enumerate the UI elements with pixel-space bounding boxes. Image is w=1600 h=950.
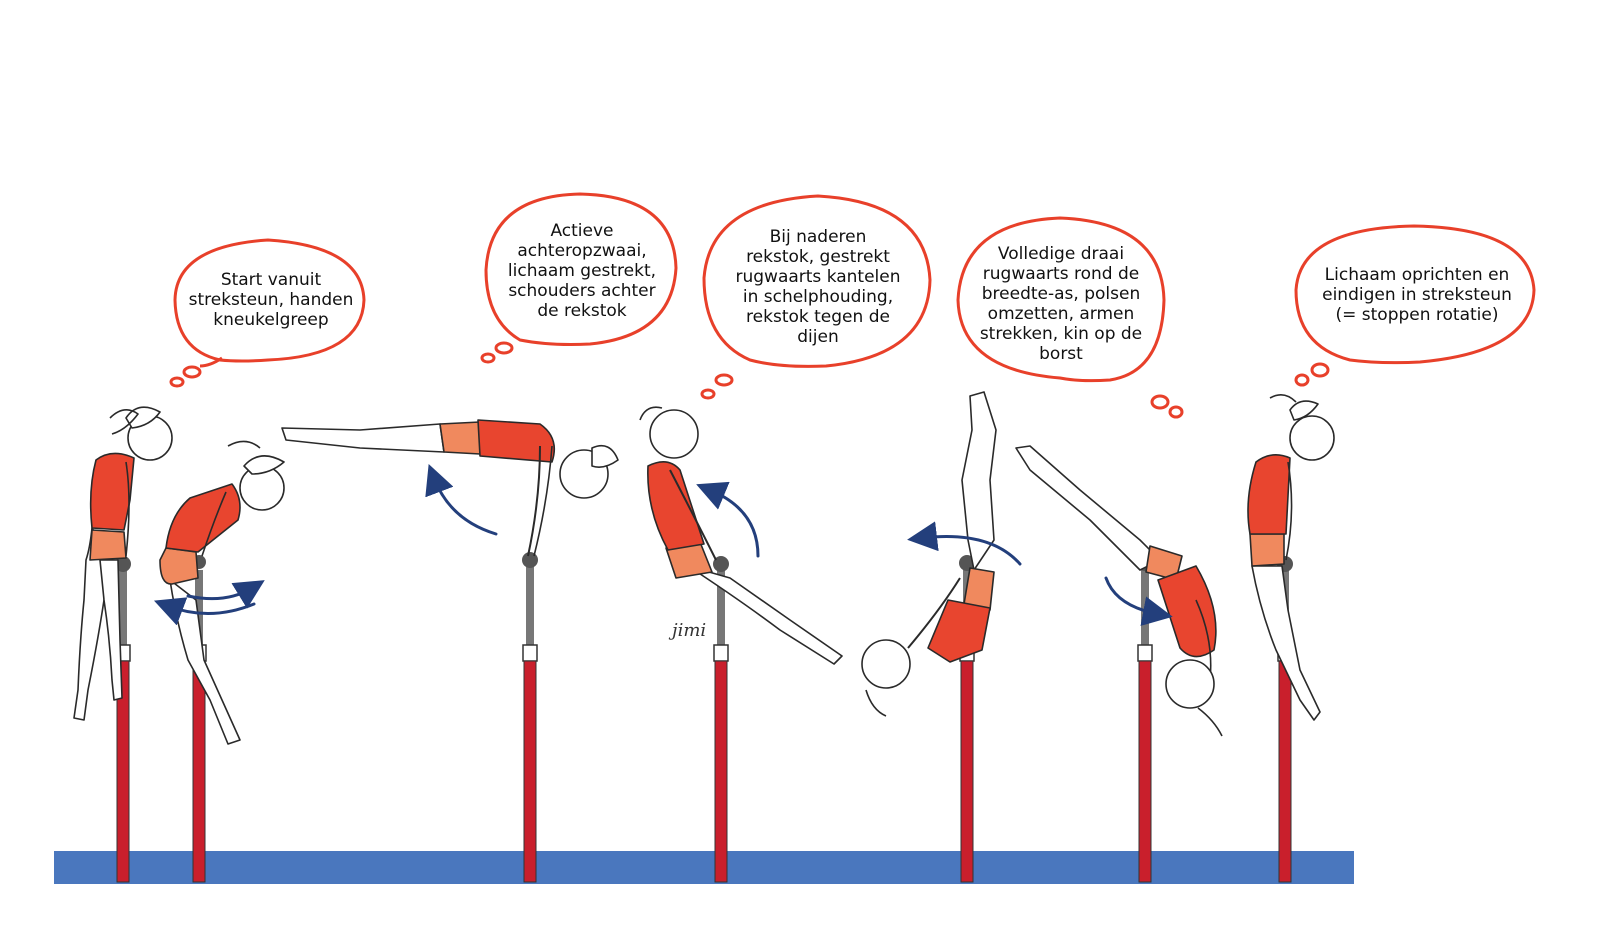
- thought-bubbles: [169, 192, 1536, 419]
- thought-bubble-2: [484, 192, 678, 346]
- thought-bubble-5: [1294, 224, 1536, 365]
- gymnast-pose-4: [639, 406, 843, 665]
- artist-signature: jimi: [668, 620, 706, 641]
- thought-bubble-4-circle-2: [1168, 405, 1184, 419]
- bar-stand-1: [115, 556, 131, 883]
- gymnast-pose-2: [159, 440, 285, 745]
- arrow-pose-5: [907, 521, 1022, 566]
- thought-bubble-2-circle-2: [480, 352, 496, 364]
- thought-bubble-5-circle-2: [1294, 373, 1310, 387]
- bubble-text-5: Lichaam oprichten en eindigen in strekst…: [1322, 265, 1512, 325]
- gymnast-pose-7: [1247, 394, 1335, 721]
- arrow-pose-4: [696, 481, 760, 558]
- floor-mat: [54, 851, 1354, 884]
- thought-bubble-1-circle-2: [169, 376, 185, 388]
- arrow-pose-3: [425, 463, 498, 536]
- movement-arrows: [153, 463, 1173, 626]
- arrow-pose-2-forward: [186, 580, 265, 609]
- gymnast-pose-3: [281, 419, 619, 557]
- thought-bubble-2-circle-1: [494, 341, 514, 355]
- arrow-pose-2-back: [153, 597, 256, 626]
- bar-stand-4: [713, 556, 729, 883]
- thought-bubble-4: [956, 216, 1166, 383]
- bubble-text-4: Volledige draai rugwaarts rond de breedt…: [979, 244, 1143, 364]
- thought-bubble-4-circle-1: [1150, 394, 1170, 410]
- thought-bubble-3: [702, 194, 932, 368]
- bubble-text-1: Start vanuit streksteun, handen kneukelg…: [188, 270, 354, 330]
- arrow-pose-6: [1104, 576, 1173, 626]
- thought-bubble-1: [173, 238, 366, 363]
- thought-bubble-3-circle-1: [714, 373, 734, 387]
- bubble-text-3: Bij naderen rekstok, gestrekt rugwaarts …: [735, 227, 901, 347]
- bar-stand-3: [522, 552, 538, 883]
- thought-bubble-1-tail: [199, 356, 223, 368]
- thought-bubble-5-circle-1: [1310, 362, 1330, 378]
- gymnast-pose-5: [861, 391, 997, 717]
- gymnast-pose-1: [73, 406, 173, 721]
- thought-bubble-1-circle-1: [182, 365, 202, 379]
- thought-bubble-3-circle-2: [700, 388, 716, 400]
- gymnast-pose-6: [1015, 445, 1223, 737]
- bar-stand-6: [1137, 555, 1153, 883]
- bubble-text-2: Actieve achteropzwaai, lichaam gestrekt,…: [507, 221, 657, 321]
